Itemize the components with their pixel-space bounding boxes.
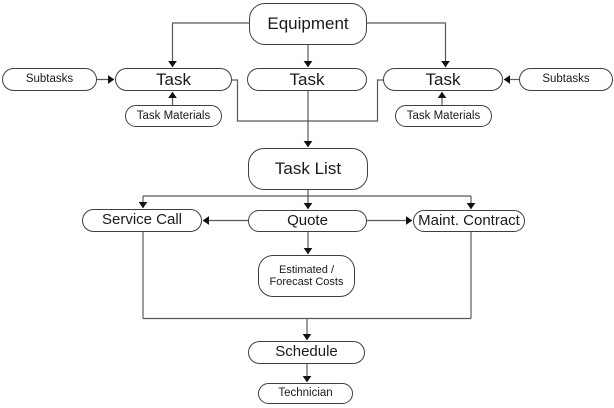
node-estimated-costs-line1: Estimated / [278, 263, 335, 276]
node-estimated-costs: Estimated / Forecast Costs [258, 255, 355, 297]
node-maint-contract: Maint. Contract [413, 210, 525, 232]
node-service-call: Service Call [82, 209, 202, 232]
node-equipment-label: Equipment [267, 14, 349, 34]
node-technician-label: Technician [278, 387, 333, 400]
node-task-list: Task List [248, 148, 368, 190]
node-estimated-costs-line2: Forecast Costs [269, 276, 344, 288]
edge-equipment-to-task-right [367, 22, 450, 68]
node-subtasks-right: Subtasks [519, 68, 613, 91]
node-task-right-label: Task [425, 69, 461, 89]
node-equipment: Equipment [249, 3, 367, 45]
node-schedule-label: Schedule [275, 343, 338, 361]
node-task-materials-left: Task Materials [125, 105, 222, 127]
node-schedule: Schedule [248, 341, 365, 364]
node-task-materials-right-label: Task Materials [406, 109, 481, 122]
node-task-materials-left-label: Task Materials [136, 109, 211, 122]
node-task-list-label: Task List [274, 159, 342, 179]
node-service-call-label: Service Call [101, 211, 183, 229]
node-subtasks-left: Subtasks [2, 68, 97, 91]
node-maint-contract-label: Maint. Contract [418, 211, 520, 229]
node-task-materials-right: Task Materials [395, 105, 492, 127]
node-quote: Quote [248, 210, 367, 232]
edge-task-right-merge [308, 79, 383, 122]
node-subtasks-right-label: Subtasks [542, 73, 590, 86]
edge-task-left-merge [232, 79, 308, 122]
node-task-left-label: Task [156, 69, 191, 89]
node-task-right: Task [383, 68, 503, 91]
node-quote-label: Quote [287, 211, 328, 229]
node-subtasks-left-label: Subtasks [25, 73, 74, 86]
node-technician: Technician [258, 383, 353, 404]
node-task-center-label: Task [289, 69, 325, 89]
node-task-left: Task [115, 68, 232, 91]
edge-equipment-to-task-left [168, 22, 249, 68]
node-task-center: Task [247, 68, 367, 91]
